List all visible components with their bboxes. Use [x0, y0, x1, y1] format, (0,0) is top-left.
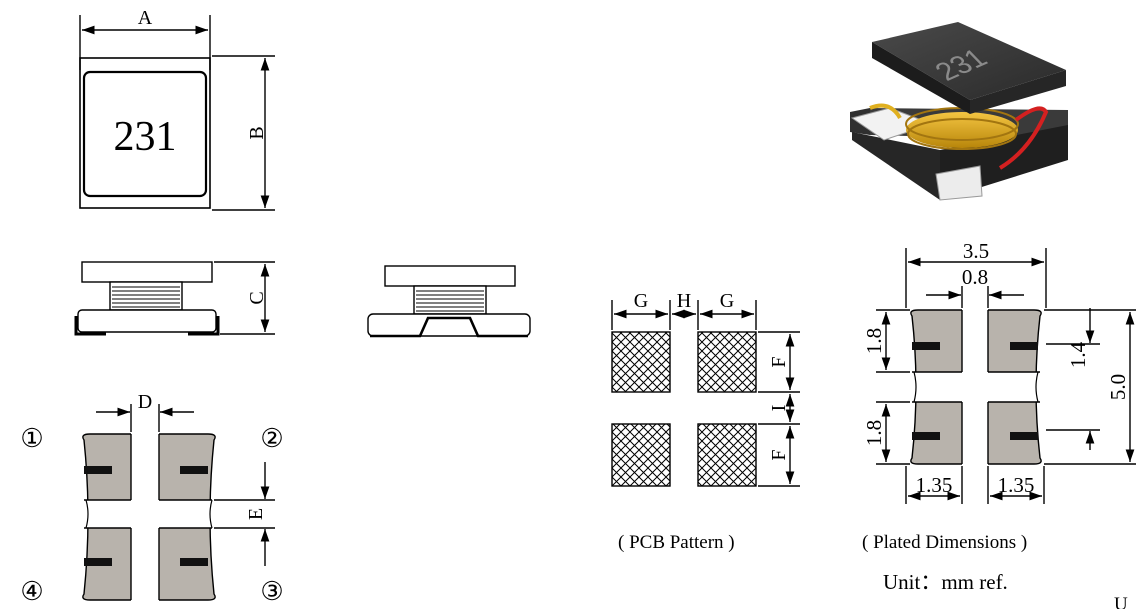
bottom-view [78, 404, 275, 604]
dim-label-f-bottom: F [768, 449, 790, 460]
part-marking-text: 231 [114, 114, 177, 160]
pin-1-label: ① [20, 424, 43, 453]
plated-pad-left-value: 1.35 [916, 473, 953, 497]
pin-2-label: ② [260, 424, 283, 453]
pin-3-label: ③ [260, 577, 283, 606]
plated-width-value: 3.5 [963, 239, 989, 263]
side-view-section [367, 265, 531, 338]
top-view [79, 15, 275, 211]
plated-dimensions [876, 248, 1136, 504]
product-3d-render: 231 [850, 22, 1068, 201]
dim-label-g-left: G [634, 290, 648, 312]
dim-label-c: C [246, 291, 268, 304]
plated-pad-top-value: 1.8 [862, 328, 886, 354]
dim-label-h: H [677, 290, 691, 312]
pin-4-label: ④ [20, 577, 43, 606]
corner-text: U [1114, 594, 1128, 609]
dim-label-i: I [768, 405, 790, 412]
plated-height-value: 5.0 [1106, 374, 1130, 400]
unit-caption: Unit：mm ref. [883, 570, 1008, 594]
dim-label-g-right: G [720, 290, 734, 312]
side-view-front [74, 261, 275, 336]
pcb-pattern [611, 300, 800, 487]
plated-dimensions-caption: ( Plated Dimensions ) [862, 532, 1028, 553]
dim-label-b: B [246, 126, 268, 139]
dim-label-f-top: F [768, 356, 790, 367]
plated-inner-value: 1.4 [1066, 341, 1090, 368]
dim-label-a: A [138, 7, 153, 29]
plated-gap-value: 0.8 [962, 265, 988, 289]
plated-pad-right-value: 1.35 [998, 473, 1035, 497]
dim-label-e: E [245, 508, 267, 520]
pcb-pattern-caption: ( PCB Pattern ) [618, 532, 735, 553]
plated-pad-bottom-value: 1.8 [862, 420, 886, 446]
dim-label-d: D [138, 391, 152, 413]
